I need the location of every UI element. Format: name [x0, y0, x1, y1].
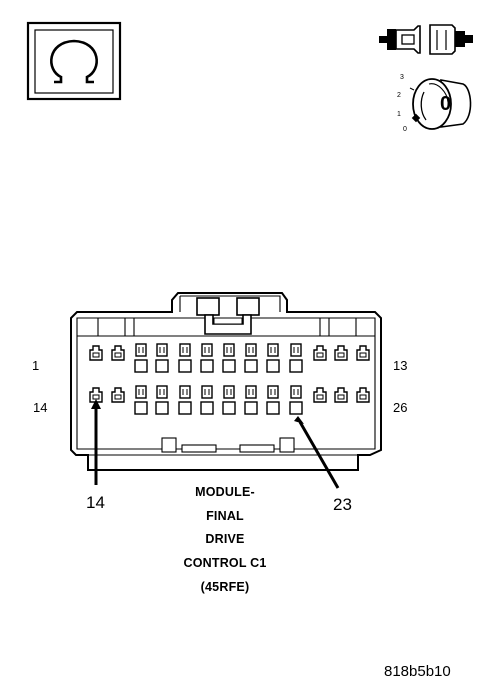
terminal-cavity-row2-mid3 — [178, 385, 192, 415]
caption-line-4: CONTROL C1 — [183, 556, 267, 570]
caption-line-5: (45RFE) — [200, 580, 250, 594]
caption-line-2: FINAL — [206, 509, 244, 523]
terminal-cavity-row2-mid6 — [244, 385, 258, 415]
terminal-cavity-row1-mid5 — [222, 343, 236, 373]
caption-line-3: DRIVE — [205, 532, 245, 546]
connector-top-rail — [97, 318, 357, 336]
caption-line-1: MODULE- — [195, 485, 255, 499]
pin-label-top-right: 13 — [393, 358, 408, 373]
terminal-cavity-row1-side4 — [334, 345, 348, 361]
terminal-cavity-row1-mid7 — [266, 343, 280, 373]
key-position-0: 0 — [403, 126, 407, 133]
terminal-cavity-row2-mid8 — [289, 385, 303, 415]
terminal-cavity-row1-side3 — [313, 345, 327, 361]
terminal-cavity-row1-mid1 — [134, 343, 148, 373]
ohm-meter-icon — [26, 21, 122, 101]
terminal-cavity-row2-side3 — [313, 387, 327, 403]
callout-left-number: 14 — [86, 493, 105, 512]
terminal-cavity-row1-mid4 — [200, 343, 214, 373]
connector-latch — [196, 297, 260, 335]
terminal-cavity-row2-side4 — [334, 387, 348, 403]
key-position-3: 3 — [400, 74, 404, 81]
terminal-cavity-row2-side2 — [111, 387, 125, 403]
pin-label-bottom-right: 26 — [393, 400, 408, 415]
pin-cavities — [89, 343, 370, 415]
callout-leaders — [91, 399, 340, 489]
terminal-cavity-row2-mid4 — [200, 385, 214, 415]
terminal-cavity-row1-side2 — [111, 345, 125, 361]
connector-bottom-keys — [161, 437, 295, 453]
pin-label-top-left: 1 — [32, 358, 40, 373]
terminal-cavity-row1-mid8 — [289, 343, 303, 373]
terminal-cavity-row1-mid3 — [178, 343, 192, 373]
terminal-cavity-row2-side5 — [356, 387, 370, 403]
disconnected-connector-icon — [379, 24, 473, 55]
terminal-cavity-row1-side1 — [89, 345, 103, 361]
terminal-cavity-row2-mid7 — [266, 385, 280, 415]
callout-right-number: 23 — [333, 495, 352, 514]
terminal-cavity-row2-mid5 — [222, 385, 236, 415]
figure-id: 818b5b10 — [384, 663, 451, 680]
key-position-2: 2 — [397, 92, 401, 99]
terminal-cavity-row1-mid6 — [244, 343, 258, 373]
terminal-cavity-row2-mid2 — [155, 385, 169, 415]
terminal-cavity-row2-mid1 — [134, 385, 148, 415]
key-position-1: 1 — [397, 111, 401, 118]
key-selected-position: 0 — [440, 93, 452, 115]
terminal-cavity-row1-mid2 — [155, 343, 169, 373]
terminal-cavity-row1-side5 — [356, 345, 370, 361]
ignition-key-off-icon — [409, 78, 472, 130]
pin-label-bottom-left: 14 — [33, 400, 48, 415]
